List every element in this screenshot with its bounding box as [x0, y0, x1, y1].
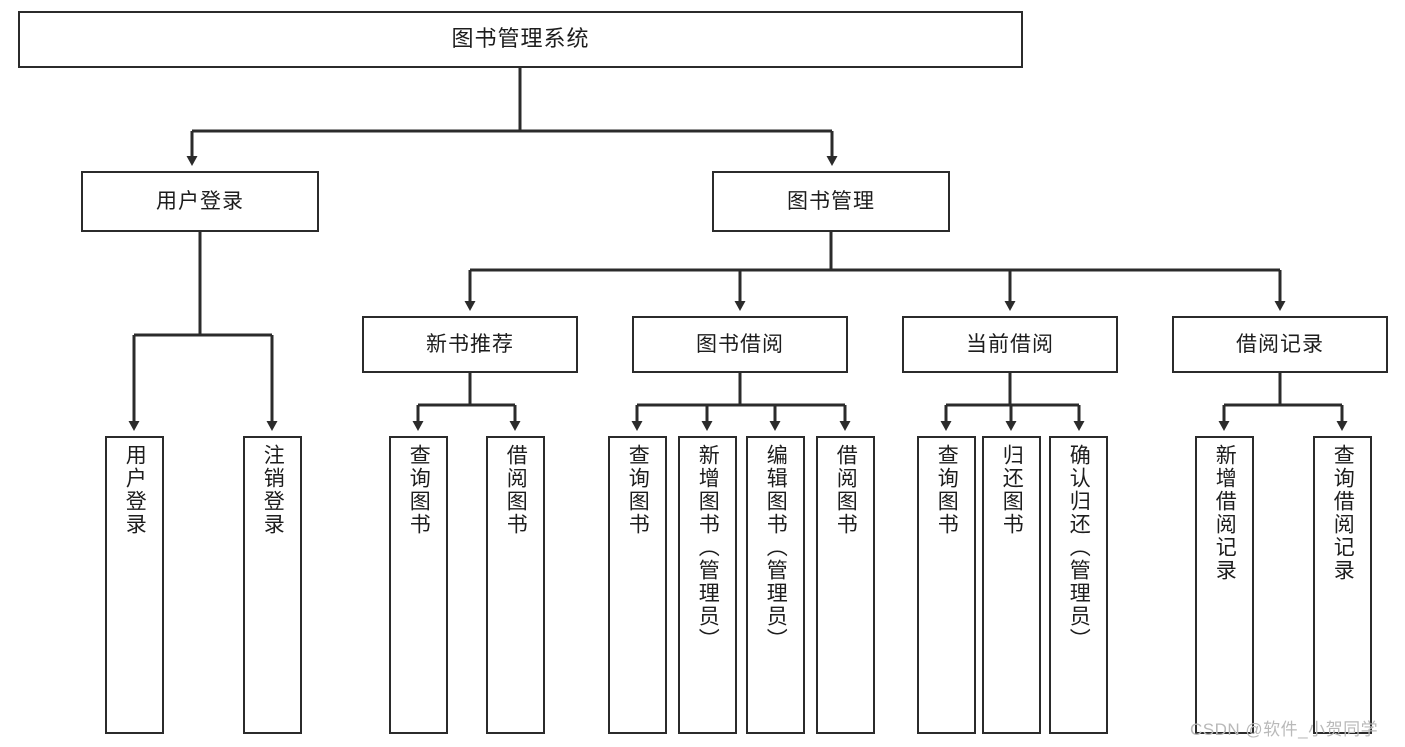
watermark-text: CSDN @软件_小贺同学 [1190, 720, 1379, 739]
leaf-current-borrow-1[interactable]: 查询图书 [917, 436, 976, 734]
leaf-book-borrow-4-label: 借阅图书 [834, 444, 858, 536]
node-new-book-recommend[interactable]: 新书推荐 [362, 316, 578, 373]
leaf-user-login-1-label: 用户登录 [123, 444, 147, 536]
node-borrow-records[interactable]: 借阅记录 [1172, 316, 1388, 373]
leaf-book-borrow-1[interactable]: 查询图书 [608, 436, 667, 734]
leaf-borrow-records-1[interactable]: 新增借阅记录 [1195, 436, 1254, 734]
leaf-user-login-1[interactable]: 用户登录 [105, 436, 164, 734]
leaf-borrow-records-2-label: 查询借阅记录 [1331, 444, 1355, 582]
node-book-borrow-label: 图书借阅 [696, 332, 784, 356]
leaf-borrow-records-2[interactable]: 查询借阅记录 [1313, 436, 1372, 734]
leaf-new-book-2[interactable]: 借阅图书 [486, 436, 545, 734]
leaf-new-book-1[interactable]: 查询图书 [389, 436, 448, 734]
node-current-borrow[interactable]: 当前借阅 [902, 316, 1118, 373]
node-current-borrow-label: 当前借阅 [966, 332, 1054, 356]
node-book-borrow[interactable]: 图书借阅 [632, 316, 848, 373]
leaf-current-borrow-3-label: 确认归还（管理员） [1067, 444, 1091, 651]
leaf-current-borrow-3[interactable]: 确认归还（管理员） [1049, 436, 1108, 734]
leaf-user-login-2[interactable]: 注销登录 [243, 436, 302, 734]
node-user-login[interactable]: 用户登录 [81, 171, 319, 232]
node-root[interactable]: 图书管理系统 [18, 11, 1023, 68]
leaf-current-borrow-2-label: 归还图书 [1000, 444, 1024, 536]
leaf-book-borrow-2[interactable]: 新增图书（管理员） [678, 436, 737, 734]
leaf-borrow-records-1-label: 新增借阅记录 [1213, 444, 1237, 582]
node-new-book-recommend-label: 新书推荐 [426, 332, 514, 356]
leaf-book-borrow-3[interactable]: 编辑图书（管理员） [746, 436, 805, 734]
leaf-book-borrow-4[interactable]: 借阅图书 [816, 436, 875, 734]
node-borrow-records-label: 借阅记录 [1236, 332, 1324, 356]
leaf-current-borrow-2[interactable]: 归还图书 [982, 436, 1041, 734]
leaf-new-book-2-label: 借阅图书 [504, 444, 528, 536]
leaf-user-login-2-label: 注销登录 [261, 444, 285, 536]
node-root-label: 图书管理系统 [451, 26, 590, 52]
leaf-book-borrow-1-label: 查询图书 [626, 444, 650, 536]
leaf-new-book-1-label: 查询图书 [407, 444, 431, 536]
node-user-login-label: 用户登录 [156, 189, 244, 213]
leaf-book-borrow-2-label: 新增图书（管理员） [696, 444, 720, 651]
leaf-current-borrow-1-label: 查询图书 [935, 444, 959, 536]
node-book-management[interactable]: 图书管理 [712, 171, 950, 232]
node-book-management-label: 图书管理 [787, 189, 875, 213]
leaf-book-borrow-3-label: 编辑图书（管理员） [764, 444, 788, 651]
